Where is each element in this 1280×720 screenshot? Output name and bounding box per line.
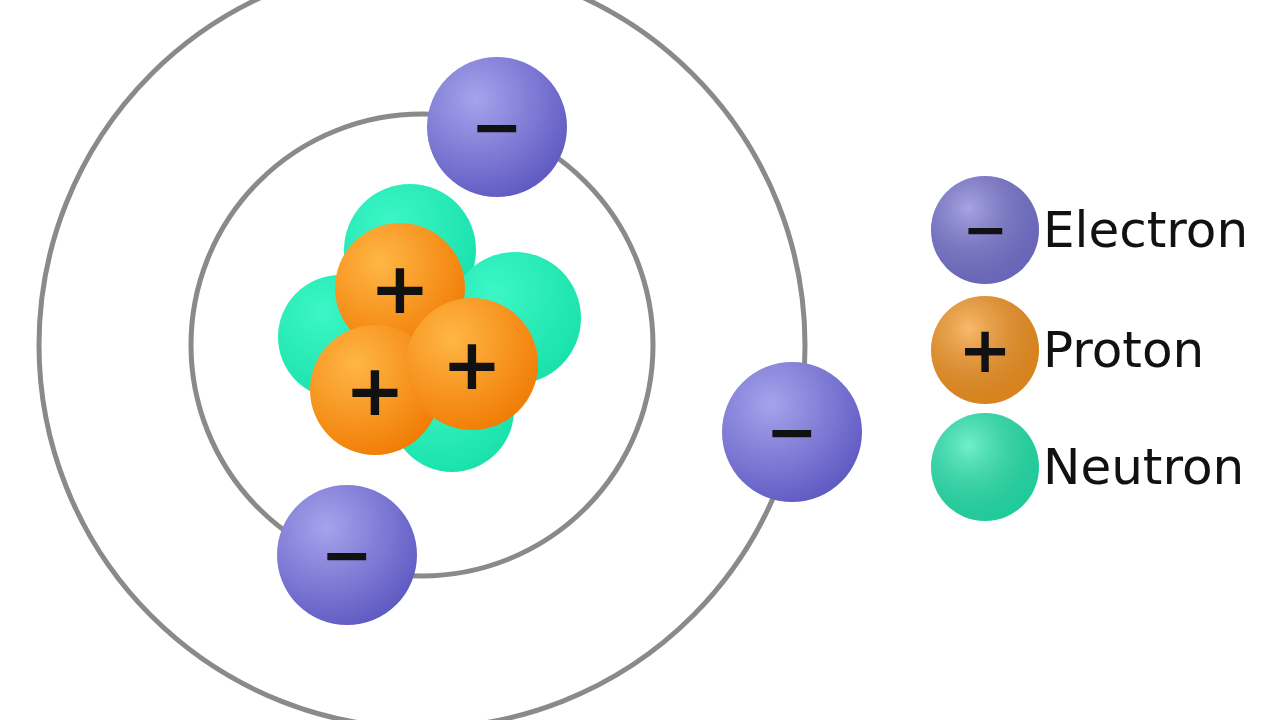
legend-entry: + Proton <box>931 296 1204 404</box>
legend-label: Neutron <box>1043 438 1244 496</box>
electron-charge: − <box>471 96 523 158</box>
legend-swatch <box>931 413 1039 521</box>
legend-swatch: − <box>931 176 1039 284</box>
electron-charge: − <box>321 524 373 586</box>
electron-circle: − <box>277 485 417 625</box>
swatch-circle <box>931 413 1039 521</box>
legend-entry: −Electron <box>931 176 1248 284</box>
outer-orbit <box>39 0 805 720</box>
legend-swatch: + <box>931 296 1039 404</box>
legend-label: Proton <box>1043 321 1204 379</box>
swatch-symbol: + <box>958 318 1012 382</box>
electron-charge: − <box>766 401 818 463</box>
proton-charge: + <box>370 252 430 324</box>
legend-entry: Neutron <box>931 413 1244 521</box>
electron-circle: − <box>427 57 567 197</box>
proton-circle: + <box>406 298 538 430</box>
legend-label: Electron <box>1043 201 1248 259</box>
inner-orbit <box>191 114 653 576</box>
swatch-symbol: − <box>962 203 1007 257</box>
proton-charge: + <box>345 354 405 426</box>
electron-circle: − <box>722 362 862 502</box>
proton-charge: + <box>442 328 502 400</box>
